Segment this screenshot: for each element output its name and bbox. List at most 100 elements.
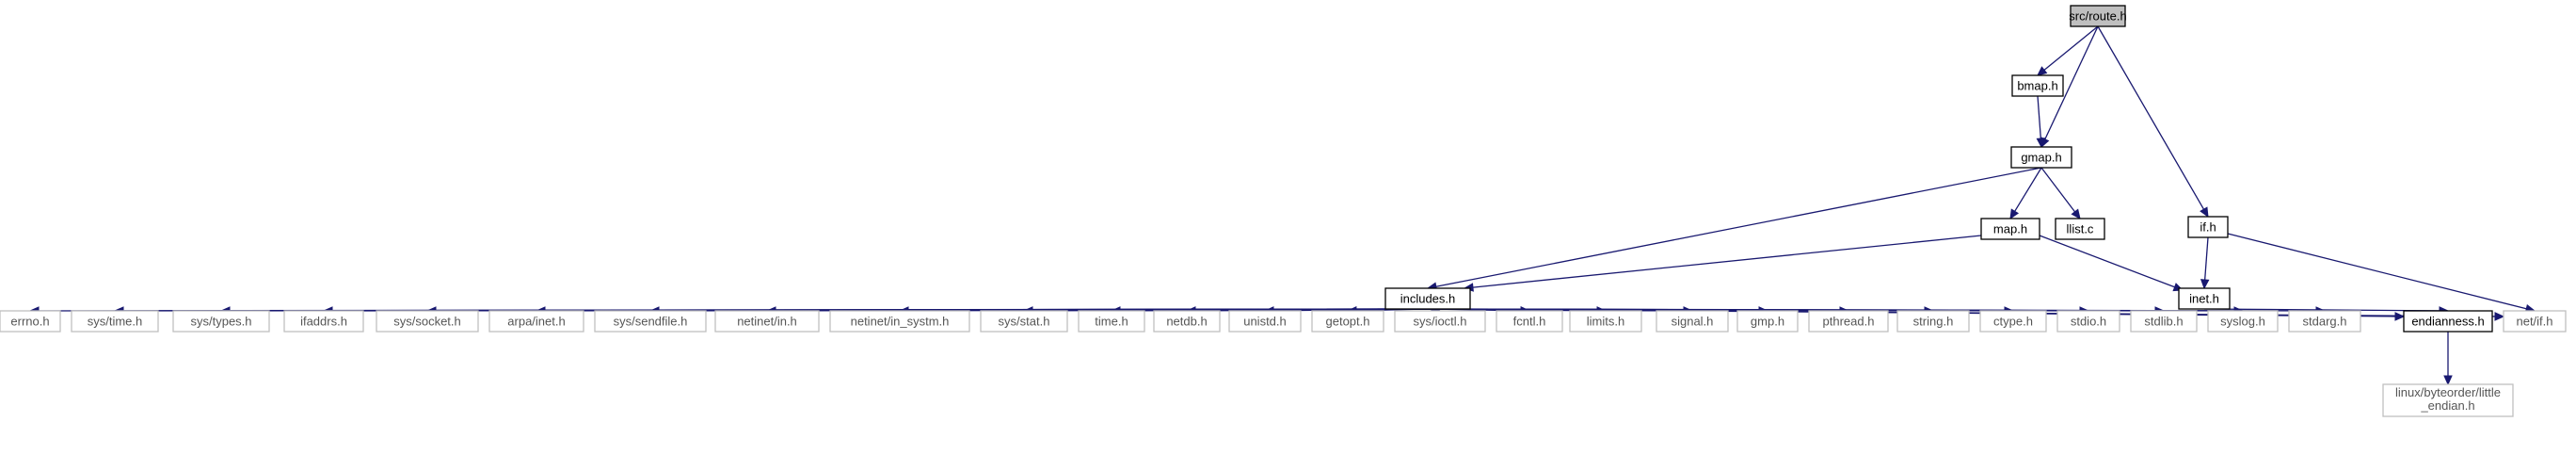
node-label: gmap.h — [2021, 151, 2061, 165]
node-includes-h[interactable]: includes.h — [1384, 287, 1471, 310]
node-stdio-h: stdio.h — [2056, 310, 2120, 333]
node-label: ctype.h — [1993, 315, 2033, 329]
node-string-h: string.h — [1896, 310, 1970, 333]
node-label: llist.c — [2067, 222, 2094, 236]
node-label: syslog.h — [2220, 315, 2265, 329]
node-label: includes.h — [1400, 292, 1456, 306]
node-label: errno.h — [10, 315, 49, 329]
node-sys-socket-h: sys/socket.h — [376, 310, 479, 333]
node-label: netdb.h — [1166, 315, 1207, 329]
node-label: net/if.h — [2516, 315, 2552, 329]
node-label: stdio.h — [2071, 315, 2106, 329]
node-box — [1153, 310, 1221, 333]
node-label: signal.h — [1672, 315, 1714, 329]
node-netinet-in-systm-h: netinet/in_systm.h — [829, 310, 970, 333]
node-box — [1384, 287, 1471, 310]
node-stdlib-h: stdlib.h — [2130, 310, 2198, 333]
edge-route-h-to-if-h — [2097, 25, 2205, 210]
nodes-layer: src/route.h bmap.h gmap.h if.h map.h llist.c i… — [0, 5, 2567, 417]
node-box — [1896, 310, 1970, 333]
node-label: map.h — [1993, 222, 2027, 236]
node-label: sys/time.h — [88, 315, 143, 329]
node-box — [2403, 310, 2493, 333]
node-label: sys/sendfile.h — [614, 315, 688, 329]
node-net-if-h: net/if.h — [2503, 310, 2567, 333]
node-label: src/route.h — [2069, 9, 2126, 24]
node-ctype-h: ctype.h — [1979, 310, 2047, 333]
node-label: linux/byteorder/little_endian.h — [2395, 385, 2501, 413]
node-box — [2207, 310, 2279, 333]
node-box — [0, 310, 61, 333]
node-label: endianness.h — [2411, 315, 2484, 329]
node-netinet-in-h: netinet/in.h — [714, 310, 820, 333]
node-box — [1078, 310, 1145, 333]
node-inet-h[interactable]: inet.h — [2178, 287, 2231, 310]
arrowhead-includes-h-to-net-if-h — [2494, 312, 2505, 321]
node-llist-c[interactable]: llist.c — [2055, 218, 2105, 240]
node-label: sys/types.h — [190, 315, 251, 329]
node-label: gmp.h — [1751, 315, 1784, 329]
node-box — [1808, 310, 1889, 333]
node-gmp-h: gmp.h — [1736, 310, 1799, 333]
node-label: arpa/inet.h — [507, 315, 565, 329]
node-box — [2503, 310, 2567, 333]
node-label: netinet/in_systm.h — [851, 315, 950, 329]
node-sys-ioctl-h: sys/ioctl.h — [1394, 310, 1486, 333]
node-label: ifaddrs.h — [300, 315, 347, 329]
node-label: bmap.h — [2017, 79, 2057, 93]
node-sys-time-h: sys/time.h — [71, 310, 159, 333]
node-box — [2011, 74, 2064, 97]
node-box — [2055, 218, 2105, 240]
edge-map-h-to-inet-h — [2039, 235, 2175, 288]
node-box — [2010, 146, 2072, 169]
node-box — [1311, 310, 1384, 333]
arrowhead-gmap-h-to-map-h — [2009, 208, 2020, 220]
node-box — [1569, 310, 1642, 333]
node-box — [283, 310, 364, 333]
node-sys-types-h: sys/types.h — [172, 310, 270, 333]
edge-if-h-to-inet-h — [2204, 236, 2209, 281]
node-label: time.h — [1095, 315, 1128, 329]
arrowhead-includes-h-to-endianness-h — [2394, 312, 2406, 321]
node-label: sys/socket.h — [393, 315, 461, 329]
node-box — [1496, 310, 1563, 333]
node-label: if.h — [2200, 220, 2216, 235]
node-label: stdarg.h — [2303, 315, 2347, 329]
node-label: stdlib.h — [2144, 315, 2183, 329]
node-box — [714, 310, 820, 333]
node-gmap-h[interactable]: gmap.h — [2010, 146, 2072, 169]
node-if-h[interactable]: if.h — [2187, 216, 2229, 238]
node-bmap-h[interactable]: bmap.h — [2011, 74, 2064, 97]
arrowhead-route-h-to-if-h — [2200, 206, 2209, 219]
node-map-h[interactable]: map.h — [1980, 218, 2040, 240]
edge-map-h-to-includes-h — [1472, 235, 1982, 288]
node-box — [594, 310, 707, 333]
node-errno-h: errno.h — [0, 310, 61, 333]
edge-gmap-h-to-includes-h — [1435, 167, 2042, 287]
edge-if-h-to-net-if-h — [2227, 233, 2527, 310]
node-netdb-h: netdb.h — [1153, 310, 1221, 333]
node-label: netinet/in.h — [737, 315, 797, 329]
edge-route-h-to-bmap-h — [2043, 25, 2099, 71]
node-box — [1979, 310, 2047, 333]
node-linux-byteorder-h: linux/byteorder/little_endian.h — [2382, 383, 2514, 417]
arrowhead-route-h-to-bmap-h — [2037, 66, 2048, 76]
node-box — [2056, 310, 2120, 333]
node-box — [2187, 216, 2229, 238]
node-box — [2288, 310, 2361, 333]
node-endianness-h[interactable]: endianness.h — [2403, 310, 2493, 333]
arrowhead-bmap-h-to-gmap-h — [2036, 138, 2046, 149]
node-label: sys/ioctl.h — [1413, 315, 1466, 329]
node-signal-h: signal.h — [1656, 310, 1729, 333]
node-box — [980, 310, 1068, 333]
node-box — [172, 310, 270, 333]
node-route-h[interactable]: src/route.h — [2069, 5, 2127, 27]
node-label: sys/stat.h — [999, 315, 1050, 329]
node-arpa-inet-h: arpa/inet.h — [488, 310, 584, 333]
node-box — [1656, 310, 1729, 333]
node-box — [1394, 310, 1486, 333]
node-box — [376, 310, 479, 333]
node-box — [1736, 310, 1799, 333]
node-box — [2382, 383, 2514, 417]
